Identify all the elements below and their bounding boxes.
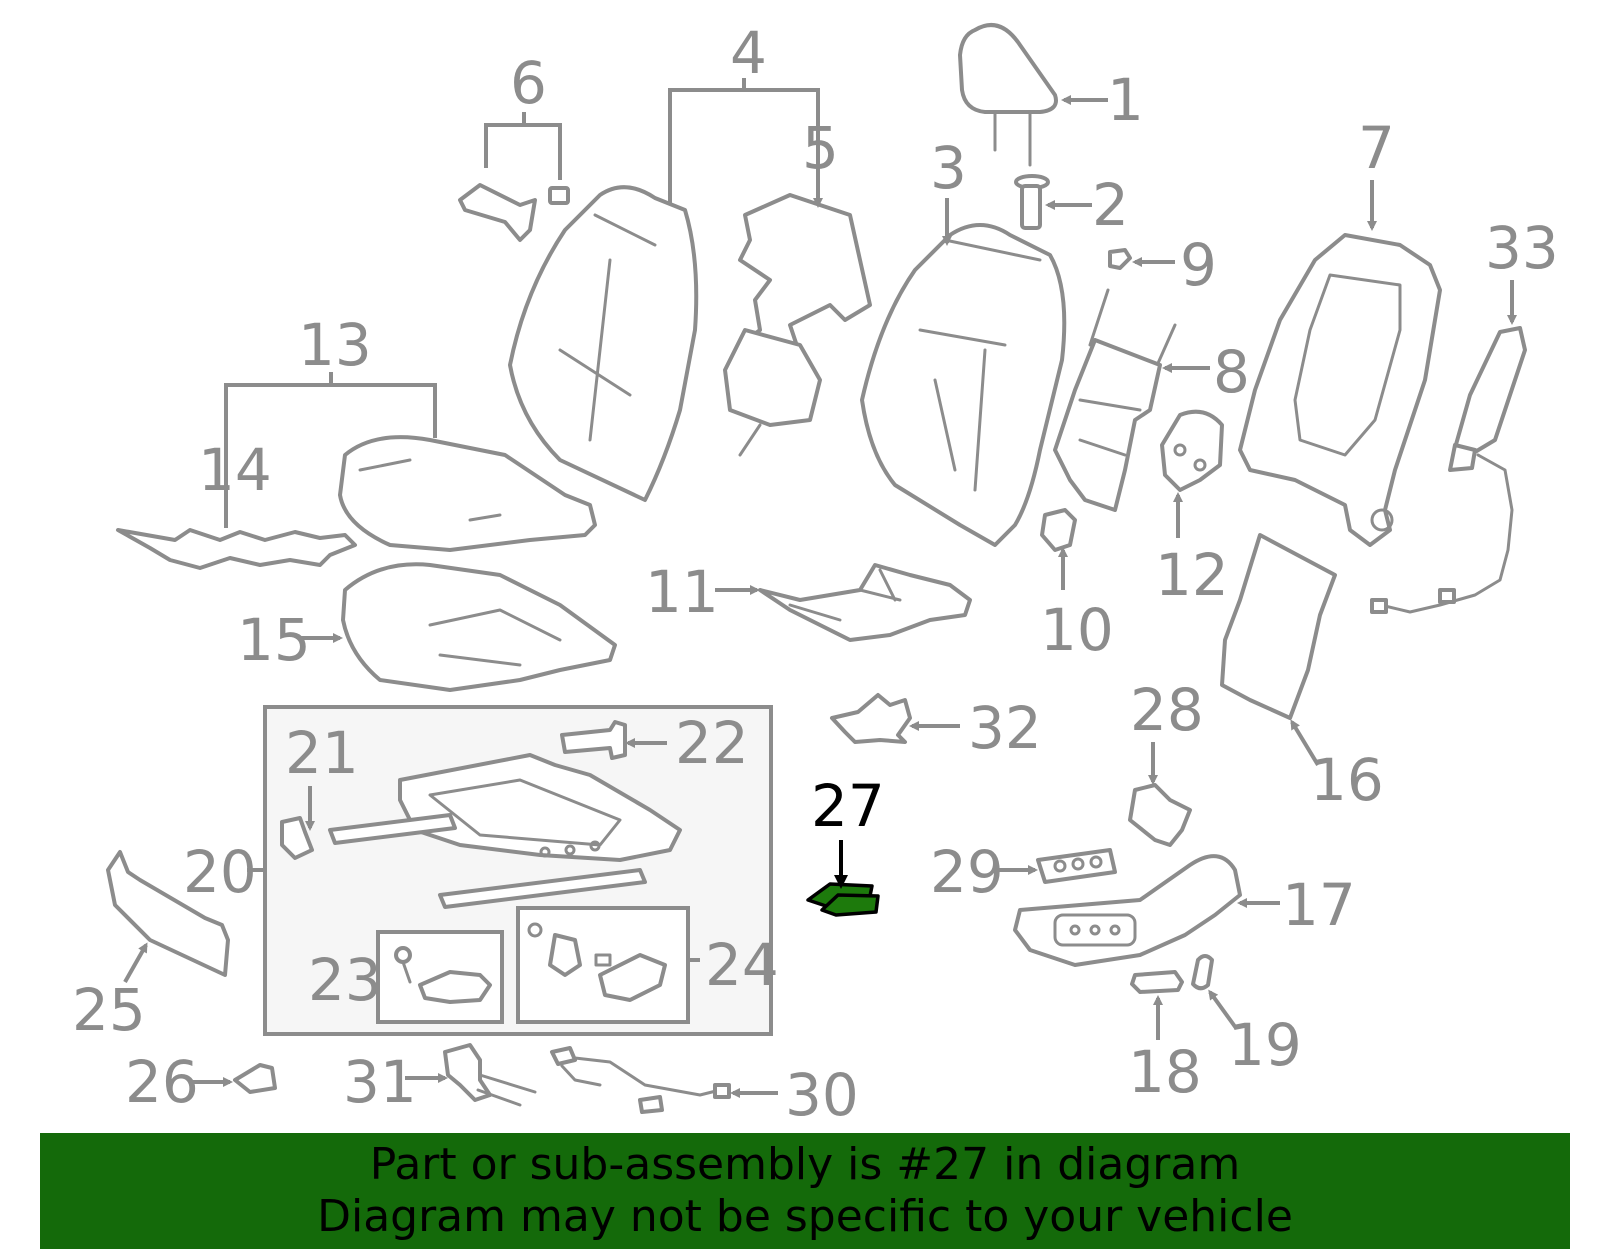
callout-16[interactable]: 16	[1310, 746, 1384, 814]
banner-line-2: Diagram may not be specific to your vehi…	[317, 1191, 1293, 1242]
part-11-wire-harness[interactable]	[758, 563, 972, 642]
part-21-bracket[interactable]	[280, 816, 314, 860]
part-6-clips[interactable]	[458, 183, 570, 242]
callout-7[interactable]: 7	[1358, 114, 1395, 182]
leader-19	[1208, 989, 1238, 1030]
part-2-headrest-guide[interactable]	[1014, 174, 1050, 230]
callout-6[interactable]: 6	[510, 49, 547, 117]
part-28-switch[interactable]	[1128, 783, 1192, 847]
banner-line-1: Part or sub-assembly is #27 in diagram	[369, 1139, 1241, 1190]
callout-24[interactable]: 24	[705, 931, 779, 999]
part-9-clip[interactable]	[1108, 248, 1132, 270]
callout-3[interactable]: 3	[930, 134, 967, 202]
part-8-lumbar-support[interactable]	[1053, 288, 1177, 512]
callout-10[interactable]: 10	[1040, 596, 1114, 664]
part-7-seatback-frame[interactable]	[1238, 233, 1442, 547]
callout-11[interactable]: 11	[645, 558, 719, 626]
part-24-motor-assembly[interactable]	[527, 922, 667, 1002]
callout-12[interactable]: 12	[1155, 541, 1229, 609]
callout-33[interactable]: 33	[1485, 214, 1559, 282]
part-13-seat-cushion-cover[interactable]	[338, 435, 597, 552]
callout-30[interactable]: 30	[785, 1061, 859, 1129]
info-banner: Part or sub-assembly is #27 in diagram D…	[40, 1133, 1570, 1249]
leader-16	[1290, 719, 1320, 767]
part-1-headrest[interactable]	[958, 23, 1058, 167]
part-31-bracket[interactable]	[443, 1043, 537, 1107]
callout-17[interactable]: 17	[1282, 871, 1356, 939]
part-5-seatback-heater[interactable]	[723, 193, 872, 457]
part-16-back-board[interactable]	[1220, 533, 1337, 720]
callout-26[interactable]: 26	[125, 1048, 199, 1116]
part-30-wire-harness[interactable]	[550, 1046, 731, 1114]
part-18-knob[interactable]	[1130, 970, 1184, 994]
callout-19[interactable]: 19	[1228, 1011, 1302, 1079]
callout-15[interactable]: 15	[237, 606, 311, 674]
callout-14[interactable]: 14	[198, 436, 272, 504]
leader-25	[123, 942, 148, 983]
part-3-seatback-cover[interactable]	[860, 223, 1067, 547]
callout-20[interactable]: 20	[183, 838, 257, 906]
bracket-4	[668, 88, 820, 205]
part-17-side-shield[interactable]	[1013, 854, 1242, 967]
part-29-switch-panel[interactable]	[1036, 848, 1117, 884]
callout-9[interactable]: 9	[1180, 231, 1217, 299]
callout-4[interactable]: 4	[730, 19, 767, 87]
part-14-seat-heater[interactable]	[116, 528, 357, 570]
part-26-clip[interactable]	[233, 1063, 277, 1094]
callout-22[interactable]: 22	[675, 709, 749, 777]
callout-23[interactable]: 23	[308, 946, 382, 1014]
callout-31[interactable]: 31	[343, 1048, 417, 1116]
callout-13[interactable]: 13	[298, 311, 372, 379]
callout-27[interactable]: 27	[811, 772, 885, 840]
part-22-bracket[interactable]	[560, 720, 627, 760]
part-32-bracket[interactable]	[830, 693, 912, 744]
part-27-highlighted[interactable]	[806, 882, 880, 917]
part-25-side-cover[interactable]	[106, 850, 230, 977]
callout-32[interactable]: 32	[968, 694, 1042, 762]
callout-29[interactable]: 29	[930, 838, 1004, 906]
callout-5[interactable]: 5	[802, 114, 839, 182]
part-15-seat-cushion-pad[interactable]	[341, 562, 617, 692]
part-20-seat-frame[interactable]	[328, 753, 682, 909]
callout-28[interactable]: 28	[1130, 676, 1204, 744]
bracket-6	[484, 123, 562, 180]
callout-2[interactable]: 2	[1092, 171, 1129, 239]
callout-18[interactable]: 18	[1128, 1038, 1202, 1106]
callout-25[interactable]: 25	[72, 976, 146, 1044]
callout-1[interactable]: 1	[1107, 66, 1144, 134]
part-33-side-airbag[interactable]	[1370, 326, 1527, 614]
callout-8[interactable]: 8	[1213, 338, 1250, 406]
part-23-bolt-bracket[interactable]	[394, 946, 492, 1004]
part-4-seatback-pad[interactable]	[508, 185, 699, 502]
callout-21[interactable]: 21	[285, 719, 359, 787]
part-12-recliner-cover[interactable]	[1160, 409, 1224, 492]
part-10-bracket[interactable]	[1040, 508, 1077, 552]
part-19-knob[interactable]	[1191, 954, 1214, 991]
